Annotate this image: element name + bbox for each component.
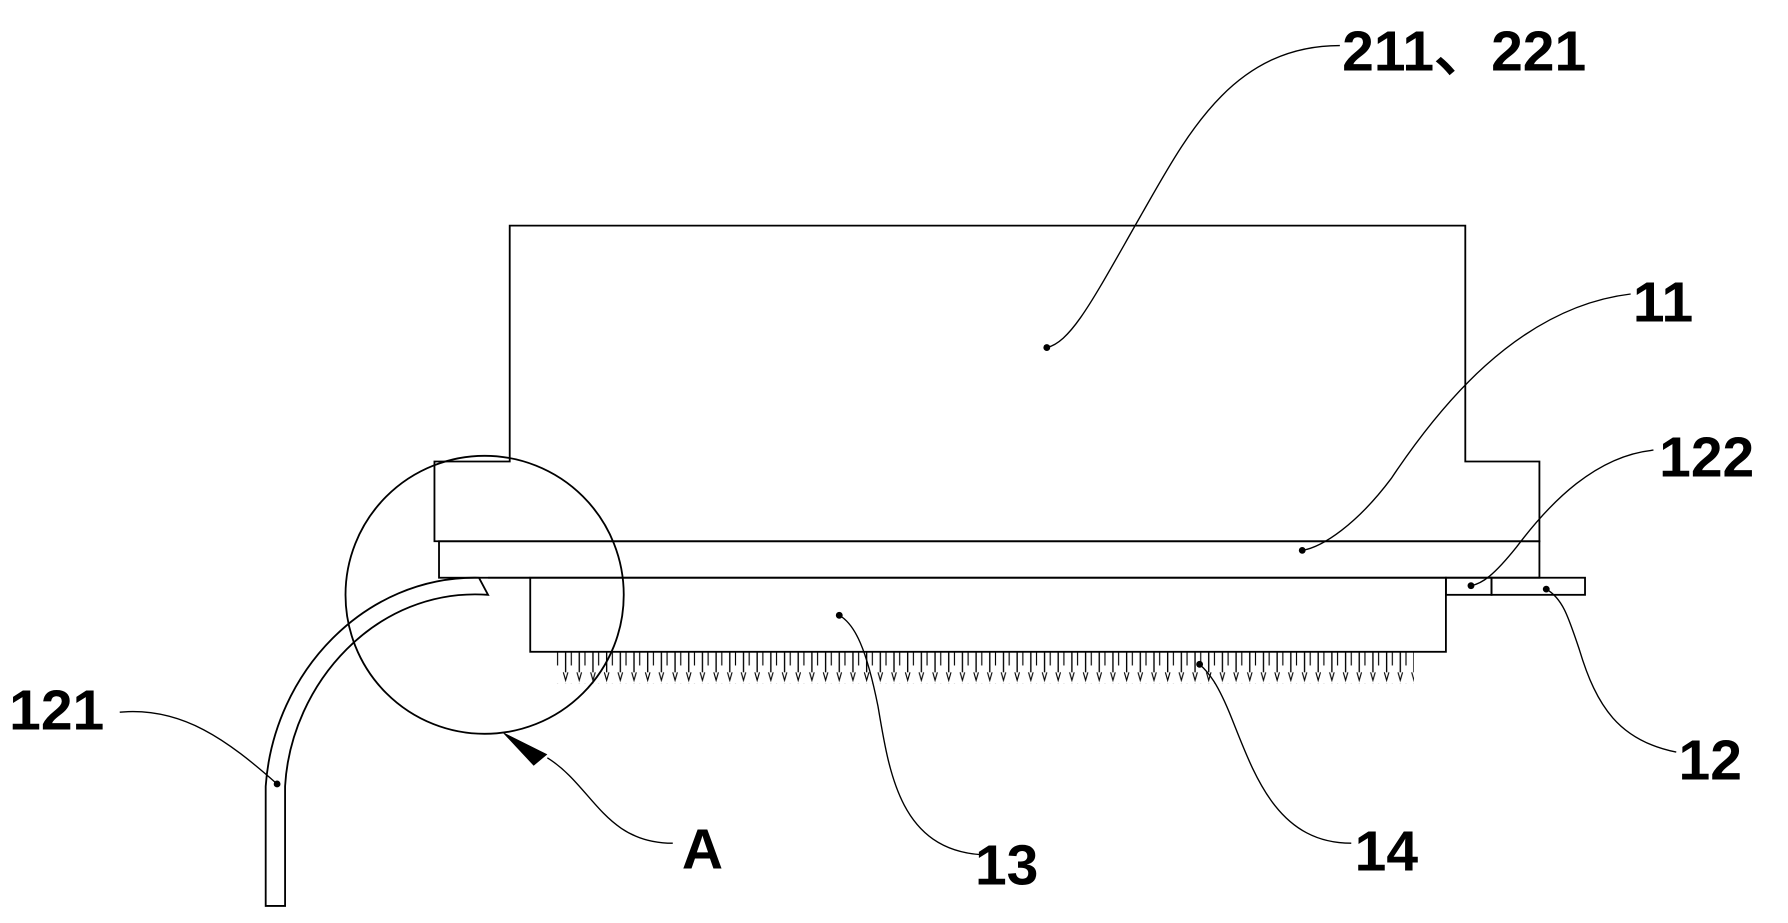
label-121: 121 bbox=[9, 678, 104, 742]
part-12 bbox=[1492, 578, 1586, 595]
layer-13 bbox=[530, 578, 1446, 652]
label-a: A bbox=[682, 817, 723, 881]
pin-array-14 bbox=[556, 652, 1414, 684]
label-housing: 211、221 bbox=[1342, 20, 1586, 84]
layer-11 bbox=[439, 541, 1539, 577]
label-14: 14 bbox=[1355, 820, 1419, 884]
housing-block bbox=[434, 226, 1539, 542]
leader-lines bbox=[120, 46, 1677, 855]
curved-strip-121 bbox=[266, 578, 488, 906]
label-11: 11 bbox=[1633, 270, 1693, 334]
label-13: 13 bbox=[975, 833, 1038, 897]
arrow-a bbox=[502, 732, 548, 766]
label-122: 122 bbox=[1659, 425, 1754, 489]
label-12: 12 bbox=[1679, 728, 1742, 792]
